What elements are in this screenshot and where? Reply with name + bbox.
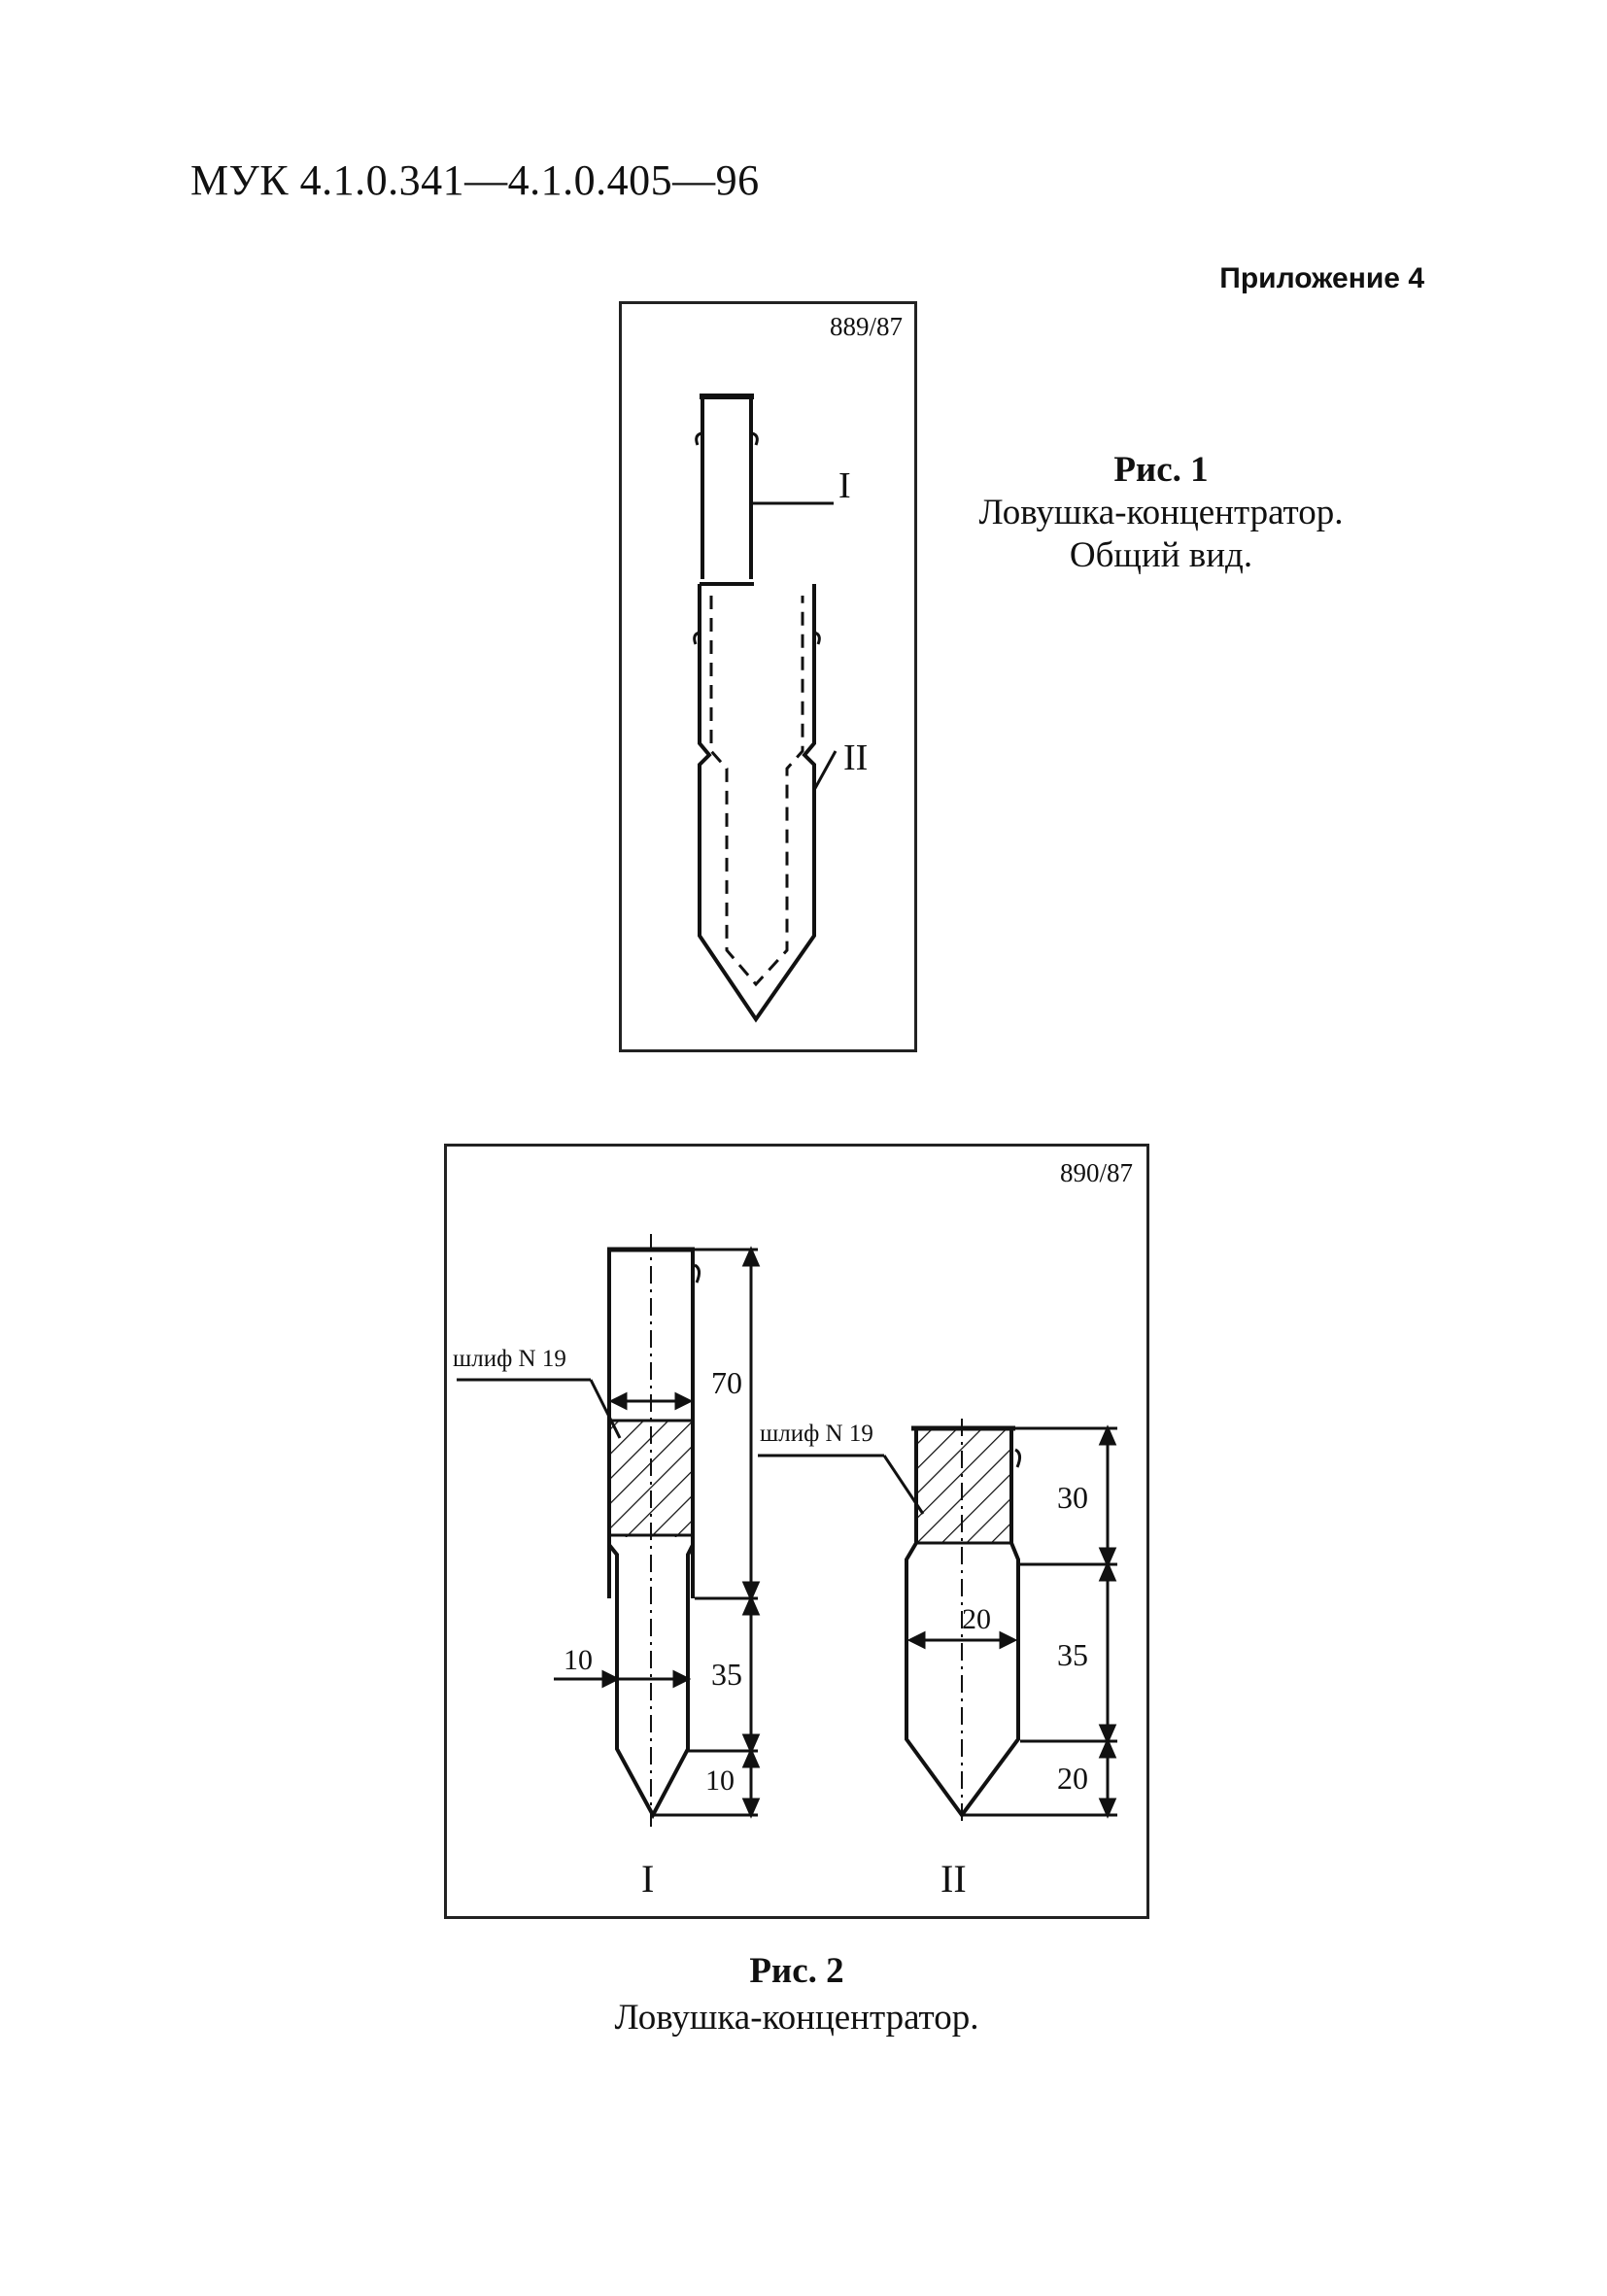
figure-1-code: 889/87 (829, 312, 903, 341)
figure-2-joint-label-part1: шлиф N 19 (453, 1346, 566, 1372)
figure-1-caption-line2: Общий вид. (1069, 535, 1253, 575)
figure-2-label-part2: II (940, 1857, 967, 1901)
figure-2-dim-35-part2: 35 (1057, 1637, 1088, 1672)
figure-2-dim-10-diameter: 10 (564, 1644, 593, 1676)
figure-2-label-part1: I (641, 1857, 655, 1901)
figure-1-caption-line1: Ловушка-концентратор. (978, 493, 1344, 532)
figure-2-caption-title: Рис. 2 (749, 1951, 844, 1991)
figure-2-caption-line1: Ловушка-концентратор. (614, 1998, 979, 2038)
figure-2-caption: Рис. 2 Ловушка-концентратор. (466, 1948, 1127, 2041)
figure-2-dim-20-diameter: 20 (962, 1603, 991, 1635)
figure-1-caption: Рис. 1 Ловушка-концентратор. Общий вид. (933, 449, 1389, 577)
figure-2-dim-35-part1: 35 (711, 1657, 742, 1692)
figure-2-dim-20-bottom: 20 (1057, 1761, 1088, 1796)
figure-2-joint-label-part2: шлиф N 19 (760, 1421, 873, 1447)
figure-2-code: 890/87 (1059, 1158, 1133, 1187)
figure-2-frame: 890/87 (444, 1144, 1149, 1919)
document-code: МУК 4.1.0.341—4.1.0.405—96 (190, 156, 760, 204)
figure-1-caption-title: Рис. 1 (1113, 450, 1209, 490)
figure-1-label-part1: I (838, 465, 851, 506)
figure-2-dim-10-bottom: 10 (705, 1765, 735, 1797)
appendix-label: Приложение 4 (1219, 262, 1424, 294)
figure-2-dim-70: 70 (711, 1365, 742, 1400)
figure-1-frame: 889/87 I II (619, 301, 917, 1052)
figure-1-label-part2: II (843, 737, 869, 778)
figure-2-dim-30: 30 (1057, 1480, 1088, 1515)
figure-1-drawing (693, 394, 838, 1023)
figure-2-drawing (457, 1234, 1117, 1827)
